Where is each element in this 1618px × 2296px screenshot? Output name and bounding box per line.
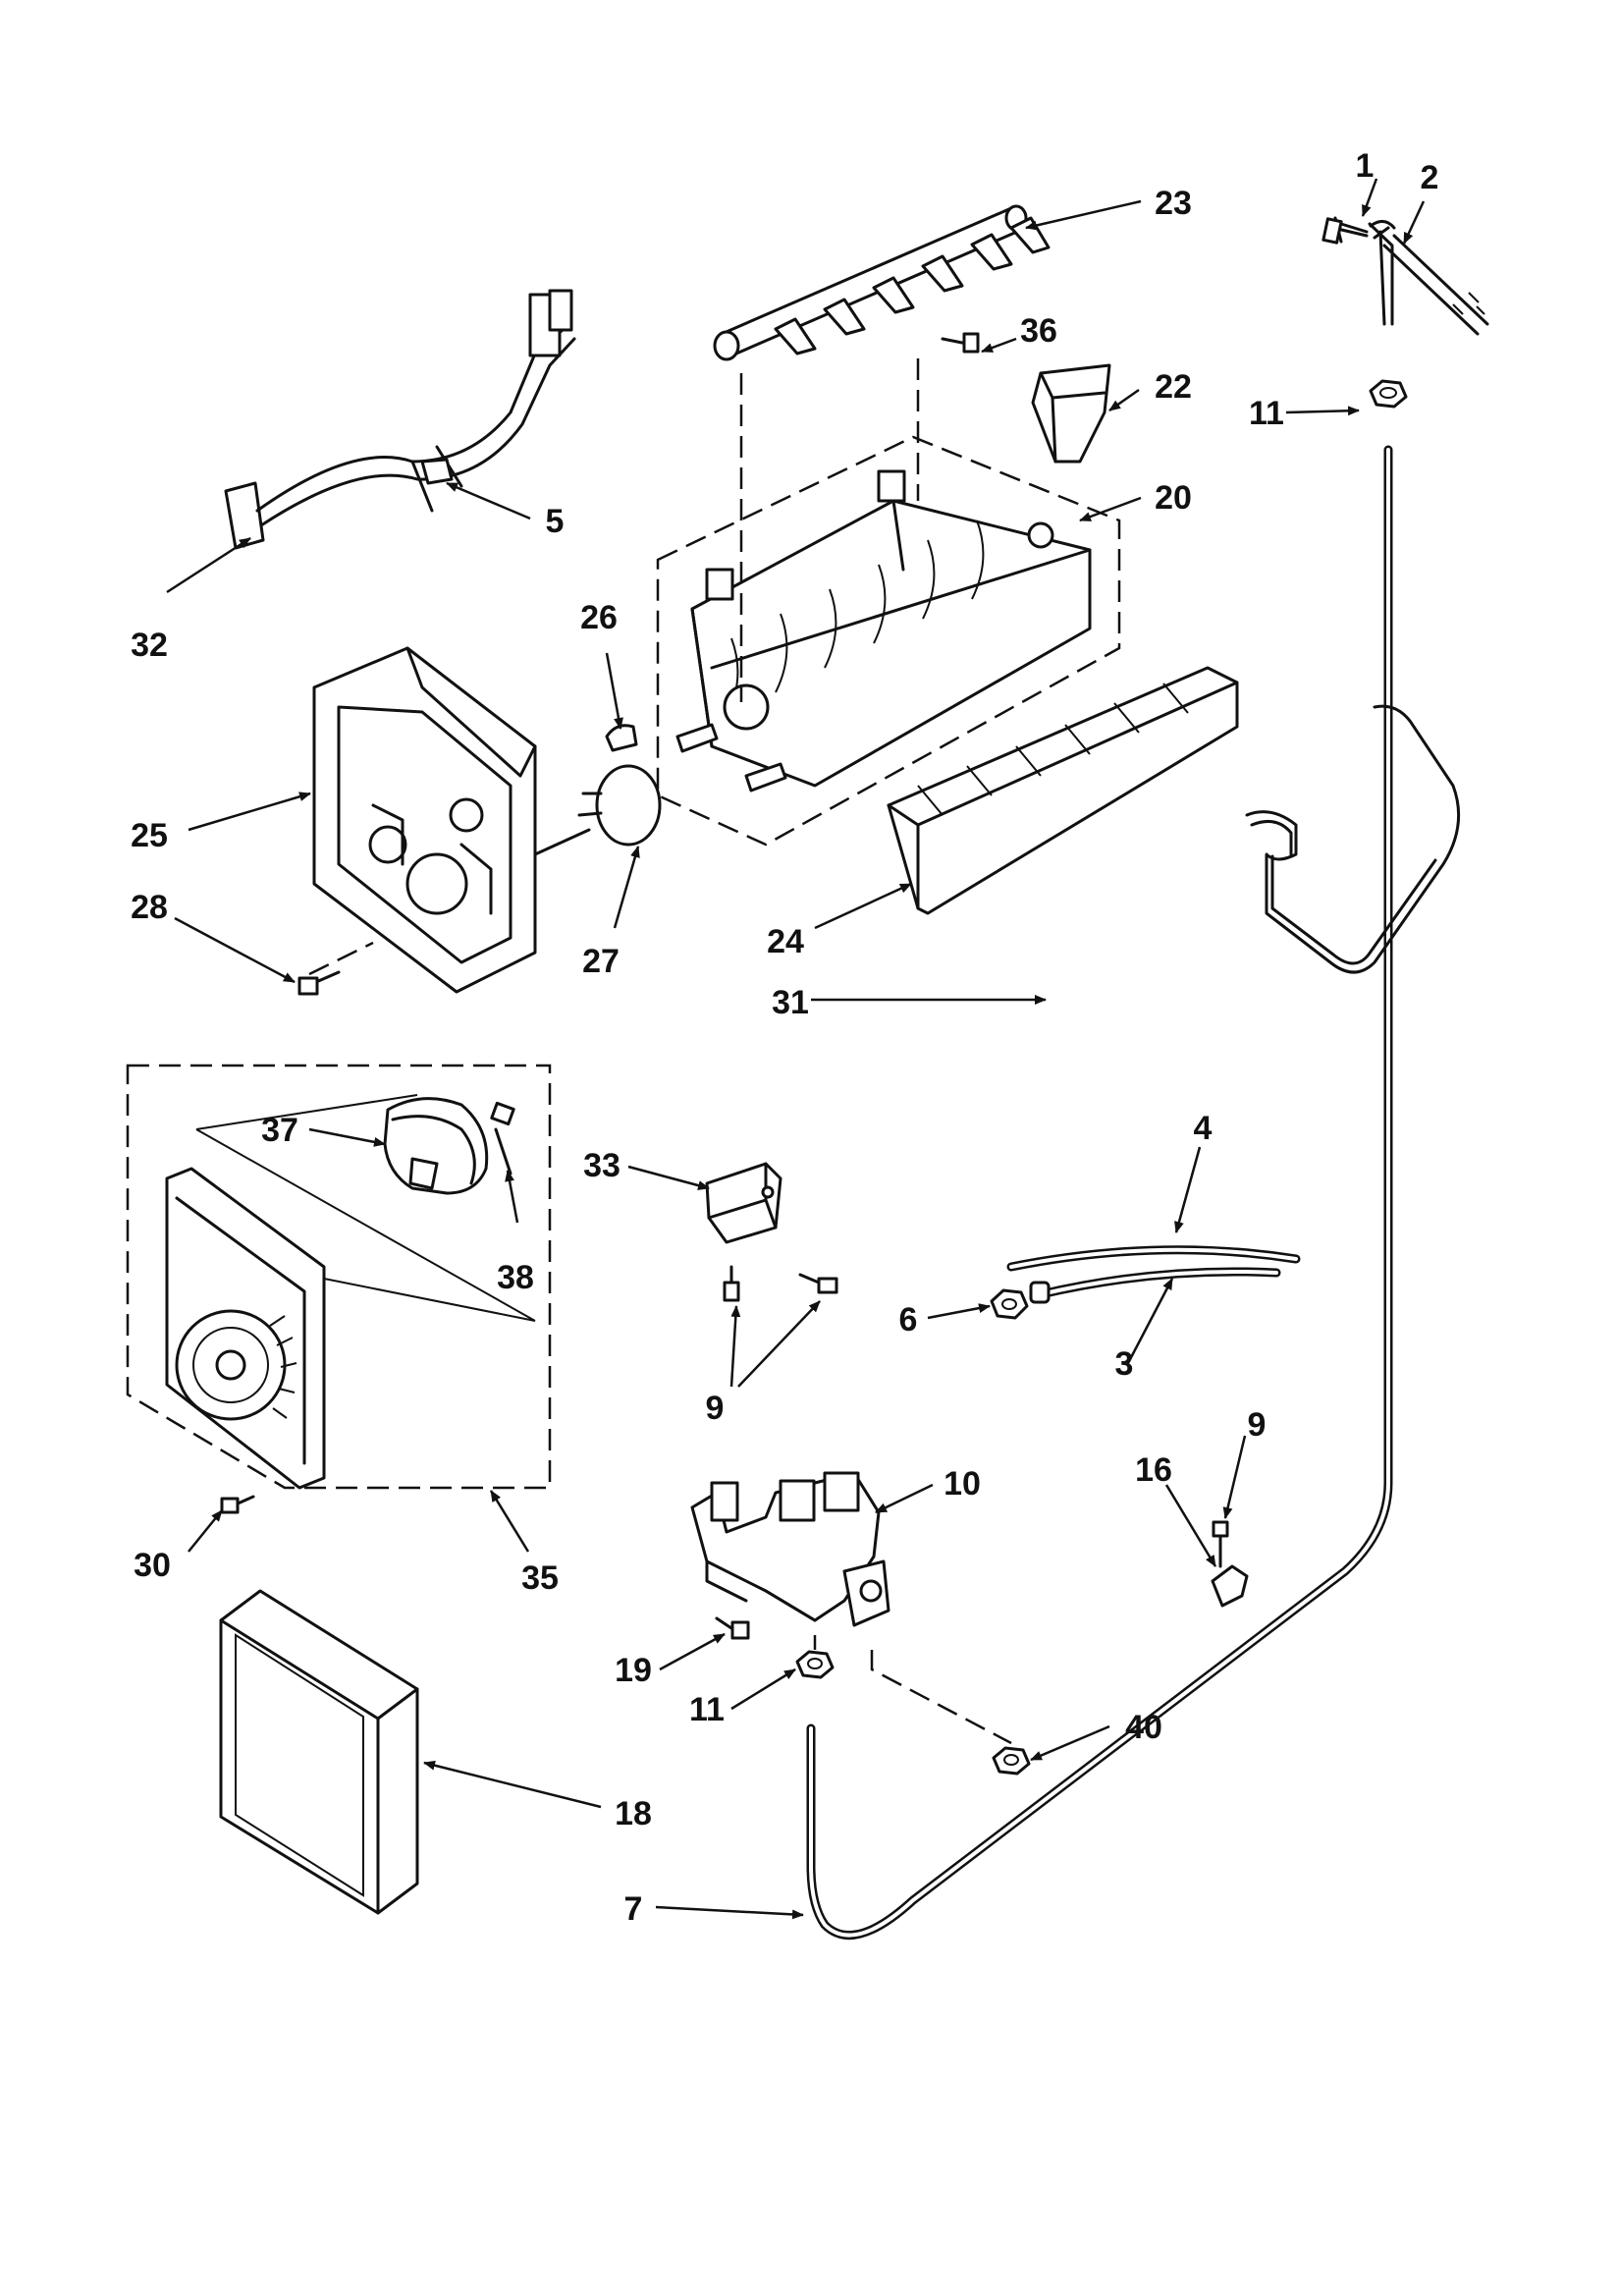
part-9-screws: [723, 1265, 838, 1302]
part-11-nut-lower: [795, 1650, 835, 1679]
part-10-water-valve: [690, 1471, 890, 1627]
part-9-screw-clamp: [1212, 1520, 1229, 1568]
callout-20: 20: [1155, 479, 1192, 517]
callout-9-clamp-screw: 9: [1248, 1406, 1267, 1444]
valve-dash-lines: [813, 1635, 1012, 1745]
callout-labels: 1 2 3 4 5 6 7 9 9 10 11 11 16 18 19 20 2…: [131, 147, 1438, 1928]
callout-23: 23: [1155, 185, 1192, 222]
part-11-nut-upper: [1369, 379, 1408, 409]
callout-4: 4: [1194, 1110, 1213, 1147]
callout-32: 32: [131, 627, 168, 664]
part-2-fill-tube: [1368, 220, 1489, 336]
part-18-front-cover: [219, 1589, 419, 1915]
part-3-tube: [1029, 1267, 1281, 1304]
part-31-shutoff-arm: [1245, 704, 1461, 974]
callout-9-bracket-screws: 9: [706, 1390, 725, 1427]
part-24-mold-cover: [887, 666, 1239, 915]
callout-10: 10: [944, 1465, 981, 1503]
callout-5: 5: [546, 503, 565, 540]
part-32-wire-harness: [224, 289, 576, 550]
part-16-clamp: [1211, 1564, 1249, 1608]
callout-31: 31: [772, 984, 809, 1021]
callout-2: 2: [1421, 159, 1439, 196]
callout-1: 1: [1356, 147, 1375, 185]
part-23-ejector: [713, 204, 1051, 361]
callout-27: 27: [582, 943, 620, 980]
callout-38: 38: [497, 1259, 534, 1296]
part-4-tube: [1006, 1245, 1301, 1272]
part-7-water-tube: [806, 445, 1393, 1941]
part-5-harness-clip: [420, 458, 454, 485]
callout-36: 36: [1020, 312, 1057, 350]
assembly-guide-lines: [308, 358, 920, 976]
part-6-nut: [990, 1288, 1029, 1320]
leader-lines: [166, 178, 1426, 1920]
callout-3: 3: [1115, 1345, 1134, 1383]
callout-33: 33: [583, 1147, 620, 1184]
part-26-coupler: [605, 724, 638, 752]
part-1-screw: [1321, 216, 1369, 245]
callout-6: 6: [899, 1301, 918, 1339]
callout-24: 24: [767, 923, 804, 960]
part-38-screw: [490, 1101, 515, 1175]
part-35-module-assembly: [126, 1064, 552, 1490]
callout-16: 16: [1135, 1451, 1172, 1489]
part-25-module-housing: [312, 646, 537, 994]
callout-19: 19: [615, 1652, 652, 1689]
part-30-screw: [220, 1495, 255, 1514]
part-28-screw: [297, 970, 341, 996]
callout-28: 28: [131, 889, 168, 926]
callout-30: 30: [134, 1547, 171, 1584]
callout-37: 37: [261, 1112, 298, 1149]
callout-35: 35: [521, 1559, 559, 1597]
callout-22: 22: [1155, 368, 1192, 406]
part-27-plug: [533, 764, 662, 856]
callout-26: 26: [580, 599, 618, 636]
part-36-screw: [941, 332, 980, 354]
part-20-ice-mold: [656, 435, 1121, 847]
callout-11-upper: 11: [1249, 395, 1284, 432]
callout-18: 18: [615, 1795, 652, 1832]
part-37-motor: [383, 1097, 489, 1195]
callout-7: 7: [624, 1890, 643, 1928]
part-19-screw: [715, 1616, 750, 1640]
callout-11-lower: 11: [689, 1691, 725, 1728]
callout-25: 25: [131, 817, 168, 854]
part-22-fill-cup: [1031, 363, 1111, 464]
callout-40: 40: [1125, 1709, 1162, 1746]
part-33-bracket: [705, 1162, 782, 1244]
part-40-nut: [992, 1746, 1031, 1776]
